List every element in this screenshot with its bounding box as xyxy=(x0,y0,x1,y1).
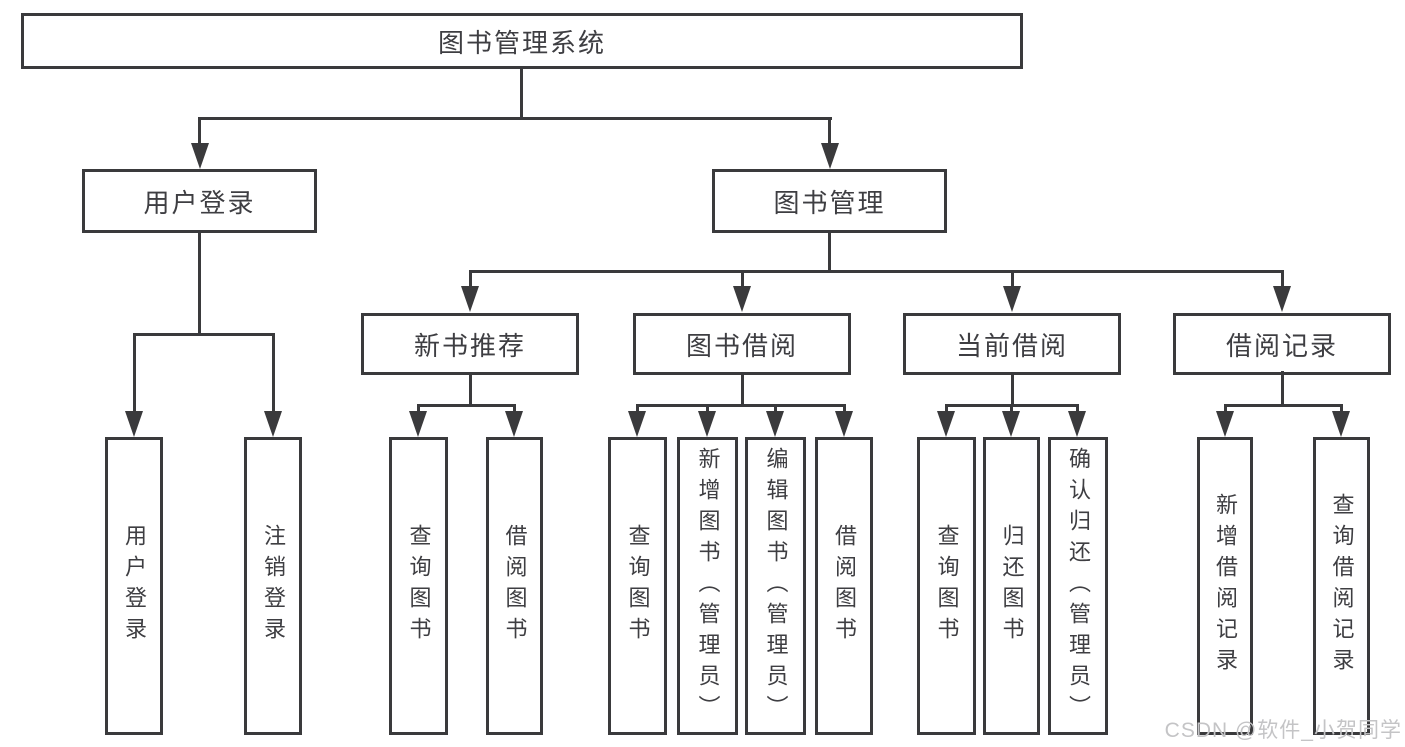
edge-borrow-records-stub xyxy=(1281,371,1284,406)
arrowhead-user-login xyxy=(191,143,209,169)
edge-root-stub xyxy=(520,68,523,119)
arrowhead-leaf xyxy=(1068,411,1086,437)
arrowhead-borrow-records xyxy=(1273,286,1291,312)
arrowhead-current-borrow xyxy=(1003,286,1021,312)
arrowhead-leaf xyxy=(1332,411,1350,437)
edge-to-leaf xyxy=(945,404,948,416)
leaf-query-books-2: 查询图书 xyxy=(608,437,667,735)
leaf-add-books-admin: 新增图书（管理员） xyxy=(677,437,738,735)
leaf-borrow-books-2: 借阅图书 xyxy=(815,437,873,735)
edge-to-leaf xyxy=(706,404,709,416)
arrowhead-leaf-logout xyxy=(264,411,282,437)
edge-to-leaf xyxy=(513,404,516,416)
edge-borrow-records-splitter xyxy=(1224,404,1343,407)
arrowhead-leaf xyxy=(628,411,646,437)
edge-to-user-login xyxy=(198,117,201,147)
edge-book-borrow-splitter xyxy=(636,404,845,407)
node-borrow-records: 借阅记录 xyxy=(1173,313,1391,375)
edge-to-leaf xyxy=(636,404,639,416)
node-current-borrow: 当前借阅 xyxy=(903,313,1121,375)
node-root: 图书管理系统 xyxy=(21,13,1023,69)
edge-to-leaf xyxy=(843,404,846,416)
edge-new-book-splitter xyxy=(417,404,516,407)
edge-to-book-management xyxy=(828,117,831,147)
arrowhead-leaf xyxy=(937,411,955,437)
arrowhead-leaf xyxy=(766,411,784,437)
edge-new-book-stub xyxy=(469,373,472,406)
leaf-user-login: 用户登录 xyxy=(105,437,163,735)
edge-to-new-book xyxy=(469,270,472,292)
arrowhead-leaf xyxy=(409,411,427,437)
csdn-watermark: CSDN @软件_小贺同学 xyxy=(1164,719,1402,742)
node-user-login: 用户登录 xyxy=(82,169,317,233)
edge-to-leaf xyxy=(1224,404,1227,416)
leaf-return-books: 归还图书 xyxy=(983,437,1040,735)
arrowhead-leaf xyxy=(1216,411,1234,437)
arrowhead-book-borrow xyxy=(733,286,751,312)
arrowhead-leaf xyxy=(505,411,523,437)
leaf-borrow-books-1: 借阅图书 xyxy=(486,437,543,735)
leaf-confirm-return-admin: 确认归还（管理员） xyxy=(1048,437,1108,735)
edge-to-leaf xyxy=(1076,404,1079,416)
edge-book-management-stub xyxy=(828,231,831,273)
edge-to-leaf xyxy=(1010,404,1013,416)
arrowhead-new-book xyxy=(461,286,479,312)
edge-to-leaf-login xyxy=(133,333,136,415)
edge-to-leaf xyxy=(774,404,777,416)
edge-to-leaf xyxy=(417,404,420,416)
arrowhead-leaf xyxy=(698,411,716,437)
arrowhead-book-management xyxy=(821,143,839,169)
edge-level2-splitter xyxy=(198,117,832,120)
edge-to-book-borrow xyxy=(741,270,744,292)
arrowhead-leaf-login xyxy=(125,411,143,437)
leaf-query-books-1: 查询图书 xyxy=(389,437,448,735)
edge-to-current-borrow xyxy=(1011,270,1014,292)
edge-user-login-splitter xyxy=(133,333,275,336)
node-new-book-recommend: 新书推荐 xyxy=(361,313,579,375)
edge-to-leaf-logout xyxy=(272,333,275,415)
leaf-logout: 注销登录 xyxy=(244,437,302,735)
edge-to-leaf xyxy=(1340,404,1343,416)
leaf-add-borrow-record: 新增借阅记录 xyxy=(1197,437,1253,735)
edge-current-borrow-stub xyxy=(1011,373,1014,406)
edge-level3-splitter xyxy=(469,270,1284,273)
leaf-query-borrow-record: 查询借阅记录 xyxy=(1313,437,1370,735)
arrowhead-leaf xyxy=(835,411,853,437)
leaf-edit-books-admin: 编辑图书（管理员） xyxy=(745,437,806,735)
edge-book-borrow-stub xyxy=(741,373,744,406)
edge-user-login-stub xyxy=(198,231,201,335)
node-book-management: 图书管理 xyxy=(712,169,947,233)
edge-to-borrow-records xyxy=(1281,270,1284,292)
node-book-borrow: 图书借阅 xyxy=(633,313,851,375)
leaf-query-books-3: 查询图书 xyxy=(917,437,976,735)
arrowhead-leaf xyxy=(1002,411,1020,437)
